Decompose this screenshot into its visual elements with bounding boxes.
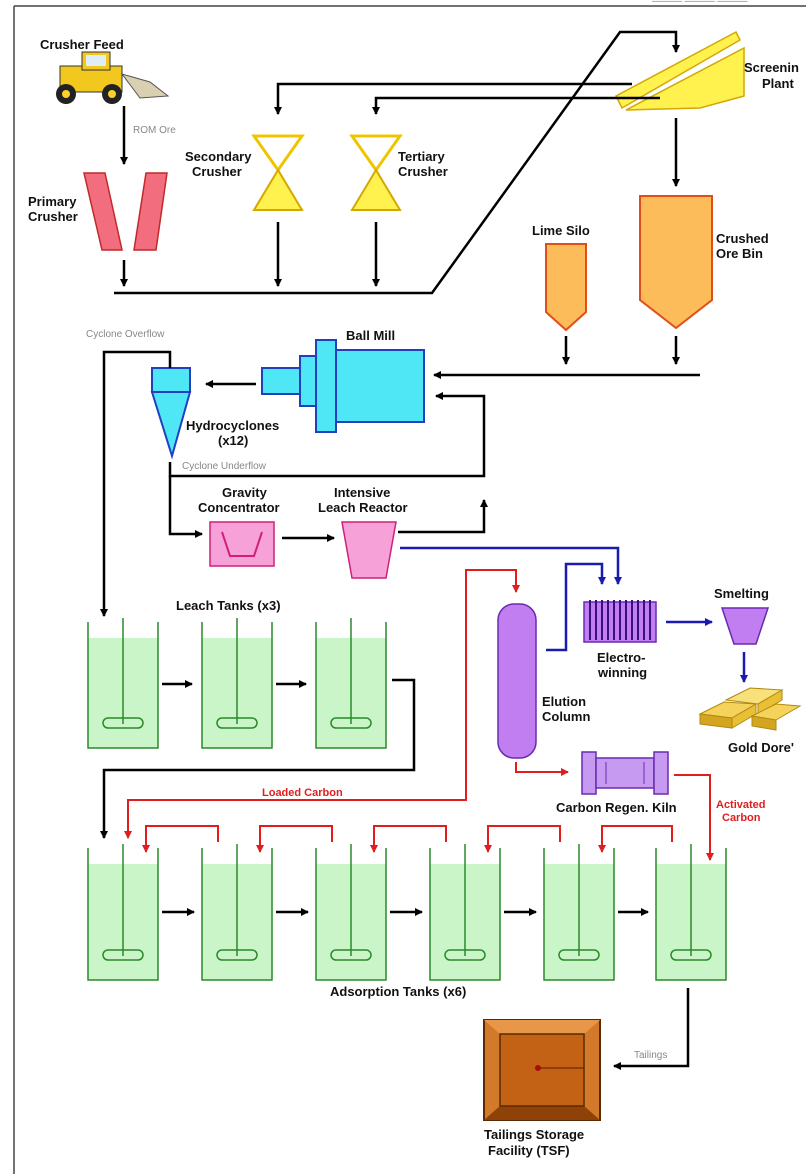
ball-mill-label: Ball Mill <box>346 328 395 343</box>
electrowinning-cell <box>583 600 657 643</box>
smelting-label: Smelting <box>714 586 769 601</box>
adsorption-tank <box>315 844 387 981</box>
carbon-transfer-arrow <box>484 825 561 853</box>
adsorption-tank <box>655 844 727 981</box>
tertiary-crusher <box>349 134 403 211</box>
electrowinning-label: Electro-winning <box>597 650 647 680</box>
hydrocyclone <box>150 367 192 460</box>
adsorption-tank <box>543 844 615 981</box>
leach-tanks <box>87 618 387 749</box>
screening-plant <box>615 30 745 111</box>
leach-tanks-label: Leach Tanks (x3) <box>176 598 281 613</box>
carbon-transfer-arrow <box>370 825 447 853</box>
agitator-icon <box>102 844 144 961</box>
agitator-icon <box>330 618 372 729</box>
crushed-ore-bin <box>639 195 713 330</box>
gravity-concentrator <box>209 521 275 567</box>
carbon-regen-kiln-label: Carbon Regen. Kiln <box>556 800 677 815</box>
rom-ore-label: ROM Ore <box>133 125 176 136</box>
adsorption-tanks <box>87 844 727 981</box>
adsorption-tank <box>87 844 159 981</box>
carbon-regen-kiln <box>581 751 669 795</box>
lime-silo <box>545 243 587 332</box>
gold-dore-label: Gold Dore' <box>728 740 794 755</box>
agitator-icon <box>444 844 486 961</box>
agitator-icon <box>670 844 712 961</box>
hydrocyclones-label: Hydrocyclones(x12) <box>186 418 279 448</box>
primary-crusher <box>83 172 168 251</box>
cyclone-underflow-label: Cyclone Underflow <box>182 461 267 472</box>
carbon-transfer-arrow <box>256 825 333 853</box>
carbon-transfer-arrow <box>142 825 219 853</box>
agitator-icon <box>102 618 144 729</box>
header-fragment: ——— ——— ——— <box>652 0 748 7</box>
agitator-icon <box>216 618 258 729</box>
adsorption-tank <box>201 844 273 981</box>
agitator-icon <box>330 844 372 961</box>
secondary-crusher <box>251 134 305 211</box>
tailings-storage-facility <box>483 1019 601 1121</box>
leach-tank <box>201 618 273 749</box>
smelting-furnace <box>720 607 770 645</box>
lime-silo-label: Lime Silo <box>532 223 590 238</box>
carbon-transfer-arrow <box>598 825 673 853</box>
agitator-icon <box>558 844 600 961</box>
gold-bars-icon <box>698 687 802 731</box>
carbon-counterflow-arrows <box>142 825 673 853</box>
adsorption-tank <box>429 844 501 981</box>
cyclone-overflow-label: Cyclone Overflow <box>86 329 165 340</box>
elution-column <box>497 603 537 759</box>
crusher-feed-label: Crusher Feed <box>40 37 124 52</box>
adsorption-tanks-label: Adsorption Tanks (x6) <box>330 984 466 999</box>
agitator-icon <box>216 844 258 961</box>
ball-mill <box>261 339 425 433</box>
loaded-carbon-label: Loaded Carbon <box>262 787 343 799</box>
leach-tank <box>87 618 159 749</box>
intensive-leach-reactor <box>341 521 397 579</box>
leach-tank <box>315 618 387 749</box>
tailings-label: Tailings <box>634 1050 667 1061</box>
loader-truck-icon <box>56 51 170 104</box>
